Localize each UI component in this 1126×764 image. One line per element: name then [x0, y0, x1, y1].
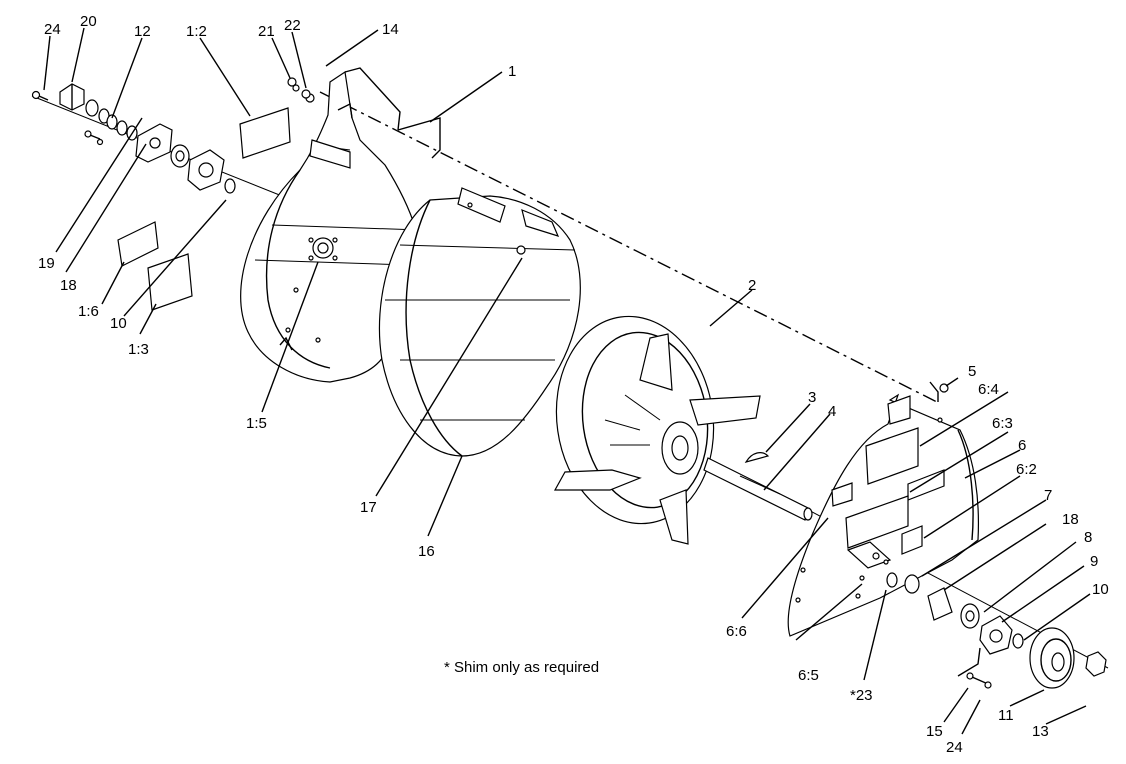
- bolt-15: [966, 672, 992, 689]
- flange-18-right: [927, 587, 953, 621]
- callout-14: 14: [382, 21, 399, 38]
- callout-15: 15: [926, 723, 943, 740]
- housing-band-16: [378, 187, 581, 457]
- impeller-2: [553, 315, 761, 545]
- callout-23: *23: [850, 687, 873, 704]
- callout-6-6: 6:6: [726, 623, 747, 640]
- pulley-11: [1029, 627, 1075, 689]
- callout-labels: 24 20 12 1:2 21 22 14 1 19 18 1:6 10 1:3…: [38, 13, 1109, 756]
- nuts-21-22: [287, 77, 311, 99]
- decal-1-2: [239, 107, 291, 159]
- callout-10-left: 10: [110, 315, 127, 332]
- callout-6-2: 6:2: [1016, 461, 1037, 478]
- callout-9: 9: [1090, 553, 1098, 570]
- callout-1-6: 1:6: [78, 303, 99, 320]
- bolts-small-left: [84, 130, 104, 146]
- callout-1-3: 1:3: [128, 341, 149, 358]
- side-plate-6: [787, 381, 979, 637]
- callout-22: 22: [284, 17, 301, 34]
- callout-13: 13: [1032, 723, 1049, 740]
- callout-24-left: 24: [44, 21, 61, 38]
- callout-18-left: 18: [60, 277, 77, 294]
- callout-17: 17: [360, 499, 377, 516]
- bearing-8: [960, 603, 980, 629]
- callout-11: 11: [998, 707, 1014, 724]
- callout-2: 2: [748, 277, 756, 294]
- callout-6-5: 6:5: [798, 667, 819, 684]
- callout-19: 19: [38, 255, 55, 272]
- bearing-left: [170, 144, 190, 168]
- callout-7: 7: [1044, 487, 1052, 504]
- callout-6-4: 6:4: [978, 381, 999, 398]
- callout-1-2: 1:2: [186, 23, 207, 40]
- decal-1-6: [117, 221, 159, 267]
- key-3: [744, 452, 770, 463]
- callout-24-right: 24: [946, 739, 963, 756]
- flange-bearing-left: [187, 149, 225, 191]
- callout-3: 3: [808, 389, 816, 406]
- callout-12: 12: [134, 23, 151, 40]
- callout-10-right: 10: [1092, 581, 1109, 598]
- callout-6-3: 6:3: [992, 415, 1013, 432]
- callout-4: 4: [828, 403, 836, 420]
- callout-21: 21: [258, 23, 275, 40]
- centerline: [319, 91, 938, 403]
- spacer-7: [904, 574, 920, 594]
- callout-6: 6: [1018, 437, 1026, 454]
- leader-lines: [43, 27, 1091, 735]
- callout-1-5: 1:5: [246, 415, 267, 432]
- washer-23: [886, 572, 898, 588]
- washer-10-right: [1012, 633, 1024, 649]
- washers-12: [85, 99, 138, 141]
- bolt-24-left: [31, 90, 49, 101]
- clip-20: [59, 83, 85, 111]
- washer-left: [224, 178, 236, 194]
- callout-16: 16: [418, 543, 435, 560]
- shim-note: * Shim only as required: [444, 659, 599, 676]
- flange-bearing-9: [979, 615, 1013, 655]
- callout-20: 20: [80, 13, 97, 30]
- callout-18-right: 18: [1062, 511, 1079, 528]
- shaft-4: [703, 457, 813, 521]
- flange-left: [135, 123, 173, 163]
- callout-8: 8: [1084, 529, 1092, 546]
- callout-5: 5: [968, 363, 976, 380]
- bolt-13: [1085, 651, 1107, 677]
- housing-1: [240, 67, 441, 383]
- callout-1: 1: [508, 63, 516, 80]
